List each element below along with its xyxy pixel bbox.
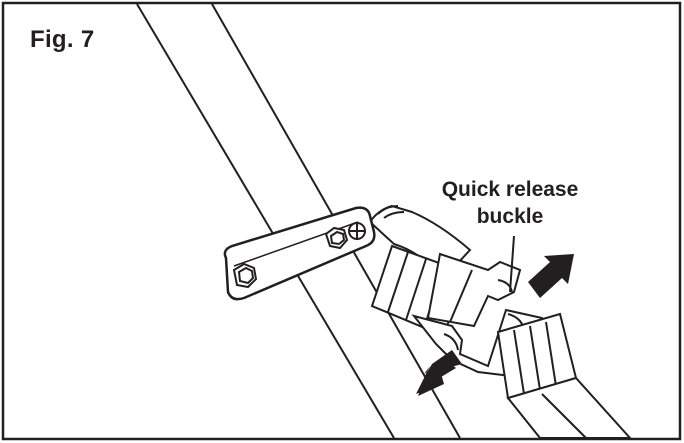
strap-lower	[506, 376, 633, 439]
callout-leader	[509, 235, 515, 293]
press-arrow-icon	[528, 254, 574, 298]
quick-release-buckle-callout: Quick release buckle	[418, 176, 602, 230]
callout-line-2: buckle	[476, 205, 544, 228]
hex-bolt-icon	[324, 226, 349, 250]
press-arrow-icon	[416, 350, 462, 396]
screw-head-icon	[348, 222, 366, 240]
callout-line-1: Quick release	[441, 178, 579, 201]
figure-label: Fig. 7	[30, 26, 95, 53]
buckle-female-part	[426, 252, 522, 328]
hex-bolt-icon	[232, 262, 258, 289]
